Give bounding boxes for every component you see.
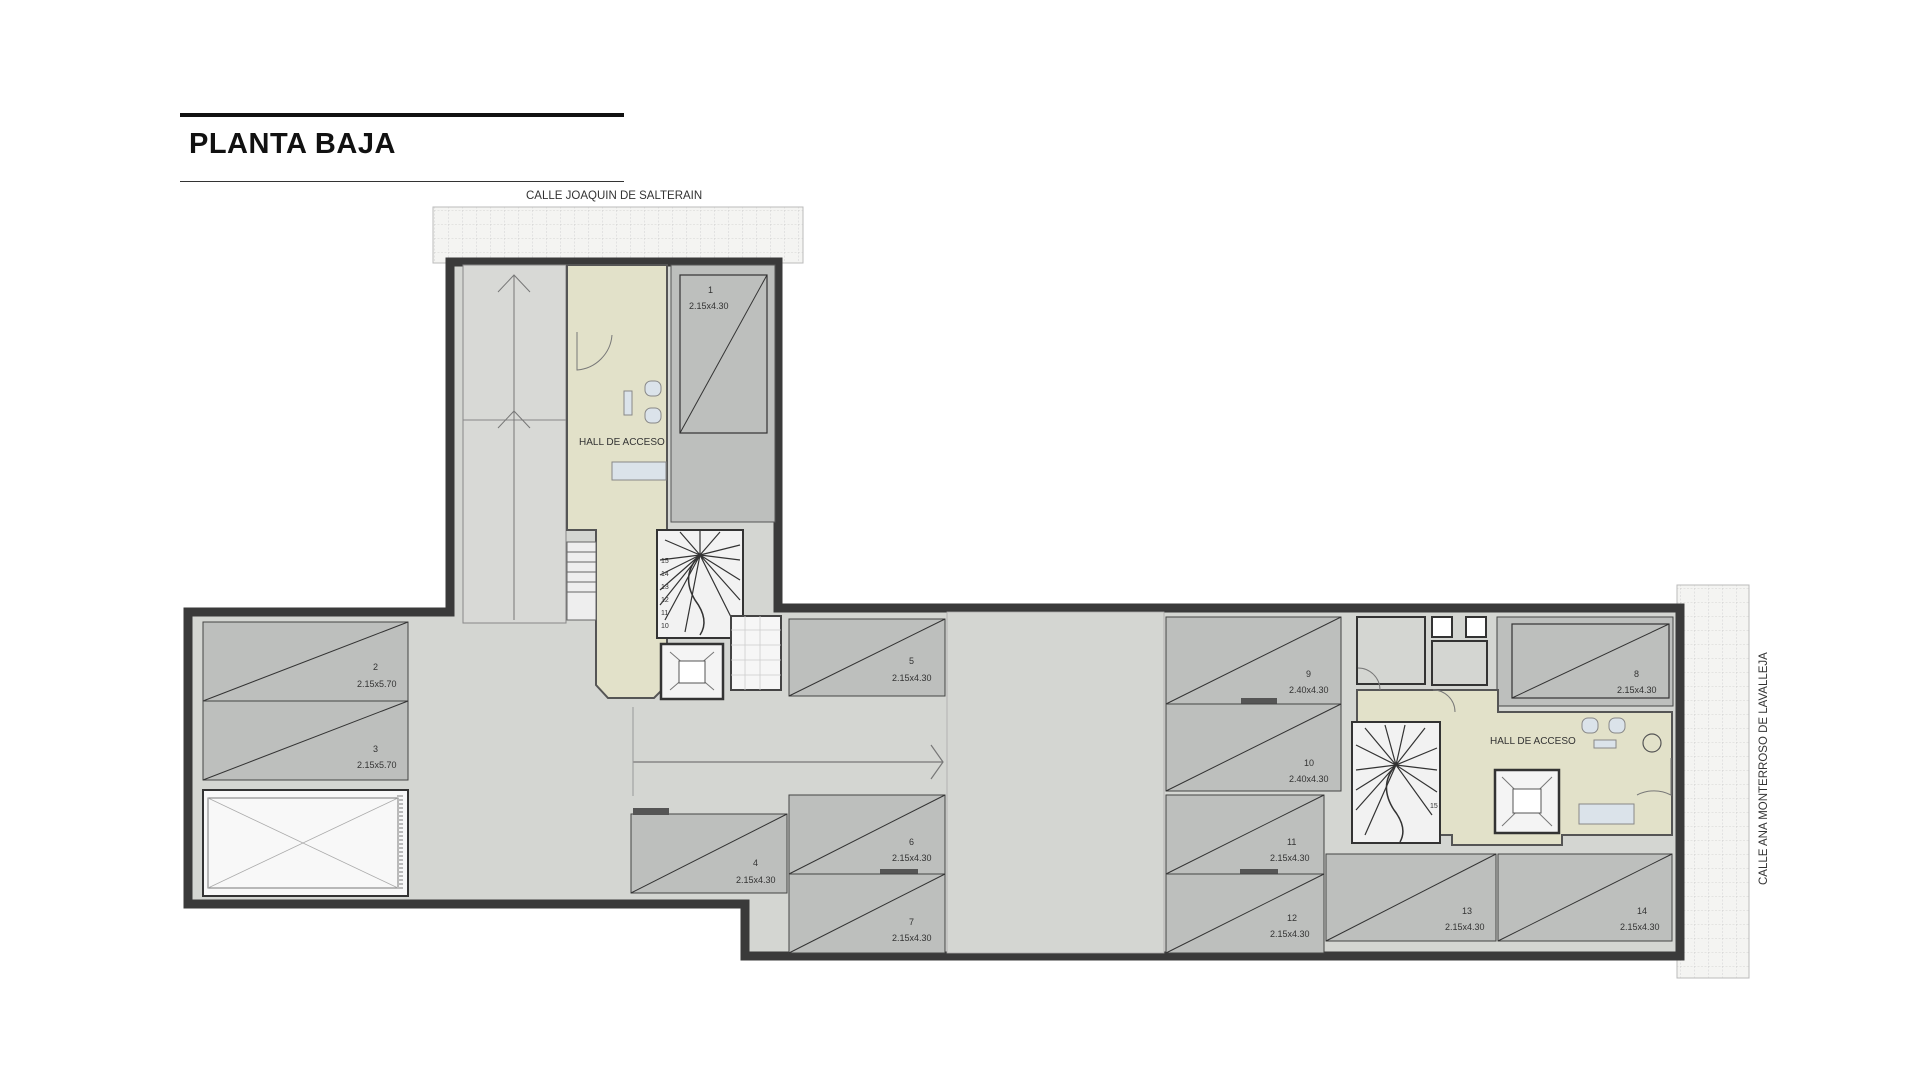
parking-space-3 — [202, 700, 409, 781]
drive-lane-central — [946, 611, 1165, 954]
circulation-arrow — [633, 744, 944, 780]
title-rule-bottom — [180, 181, 624, 182]
parking-3-number: 3 — [373, 744, 378, 754]
stair-1-step-11: 11 — [661, 610, 668, 617]
elevator-2-sign — [1512, 788, 1542, 814]
service-toilet — [730, 615, 782, 691]
stair-2 — [1351, 721, 1441, 844]
parking-8-size: 2.15x4.30 — [1617, 685, 1657, 695]
hall-2-chair-a — [1581, 717, 1599, 734]
page-title: PLANTA BAJA — [189, 128, 396, 160]
parking-6-size: 2.15x4.30 — [892, 853, 932, 863]
parking-5-size: 2.15x4.30 — [892, 673, 932, 683]
hall-2-inner-door-b — [1432, 689, 1456, 713]
parking-14-number: 14 — [1637, 906, 1647, 916]
service-room-right — [1356, 616, 1426, 685]
parking-11-size: 2.15x4.30 — [1270, 853, 1310, 863]
parking-1-size: 2.15x4.30 — [689, 301, 729, 311]
hall-2-label: HALL DE ACCESO — [1490, 736, 1576, 747]
hall-2-door-swing — [1636, 758, 1672, 796]
parking-8-number: 8 — [1634, 669, 1639, 679]
sidewalk-top — [432, 206, 804, 264]
parking-4-number: 4 — [753, 858, 758, 868]
parking-13-number: 13 — [1462, 906, 1472, 916]
ramp-arrow-mid — [497, 410, 531, 429]
parking-10-number: 10 — [1304, 758, 1314, 768]
hall-1-door-swing — [576, 332, 613, 371]
parking-space-5 — [788, 618, 946, 697]
hall-2-table — [1593, 739, 1617, 749]
hall-2-inner-door-a — [1357, 667, 1381, 691]
parking-4-size: 2.15x4.30 — [736, 875, 776, 885]
parking-space-7 — [788, 873, 946, 954]
parking-2-number: 2 — [373, 662, 378, 672]
parking-9-size: 2.40x4.30 — [1289, 685, 1329, 695]
parking-space-1-outline — [679, 274, 768, 434]
duct-a — [1431, 616, 1453, 638]
parking-7-size: 2.15x4.30 — [892, 933, 932, 943]
stair-2-step-15: 15 — [1430, 803, 1438, 810]
parking-space-2 — [202, 621, 409, 702]
street-label-right: CALLE ANA MONTERROSO DE LAVALLEJA — [1758, 652, 1770, 885]
parking-5-number: 5 — [909, 656, 914, 666]
parking-space-13 — [1325, 853, 1497, 942]
stair-1-step-15: 15 — [661, 558, 669, 565]
parking-12-number: 12 — [1287, 913, 1297, 923]
stair-1-step-14: 14 — [661, 571, 669, 578]
parking-6-number: 6 — [909, 837, 914, 847]
parking-space-1 — [670, 264, 776, 523]
hall-2-planter — [1642, 733, 1662, 753]
stair-1-step-12: 12 — [661, 597, 669, 604]
parking-10-size: 2.40x4.30 — [1289, 774, 1329, 784]
hall-1-desk — [611, 461, 667, 481]
storage-room-diag-b — [207, 797, 399, 889]
parking-7-number: 7 — [909, 917, 914, 927]
parking-11-number: 11 — [1287, 837, 1296, 847]
storage-room — [202, 789, 409, 897]
hall-2-chair-b — [1608, 717, 1626, 734]
parking-14-size: 2.15x4.30 — [1620, 922, 1660, 932]
parking-space-1-diagonal — [679, 274, 768, 434]
stair-1-treads — [659, 531, 741, 636]
hall-acceso-1-floor — [566, 264, 668, 699]
parking-13-size: 2.15x4.30 — [1445, 922, 1485, 932]
stair-1-step-13: 13 — [661, 584, 669, 591]
hall-2-desk — [1578, 803, 1635, 825]
duct-b — [1465, 616, 1487, 638]
parking-3-size: 2.15x5.70 — [357, 760, 397, 770]
street-label-top: CALLE JOAQUIN DE SALTERAIN — [526, 190, 702, 202]
parking-space-9 — [1165, 616, 1342, 705]
parking-space-10 — [1165, 703, 1342, 792]
ramp-arrow — [497, 274, 531, 620]
parking-space-12 — [1165, 873, 1325, 954]
hall-1-table — [623, 390, 633, 416]
title-rule-top — [180, 113, 624, 117]
stair-2-treads — [1355, 724, 1438, 843]
parking-space-6 — [788, 794, 946, 876]
parking-9-number: 9 — [1306, 669, 1311, 679]
hall-1-chair-b — [644, 407, 662, 424]
parking-space-11 — [1165, 794, 1325, 876]
stair-1-step-10: 10 — [661, 623, 669, 630]
elevator-1-sign — [678, 660, 706, 684]
shaft-room — [1431, 640, 1488, 686]
parking-space-8 — [1496, 616, 1674, 707]
toilet-tile-grid — [731, 616, 781, 690]
parking-12-size: 2.15x4.30 — [1270, 929, 1310, 939]
parking-1-number: 1 — [708, 285, 713, 295]
stair-stub-left — [566, 541, 597, 621]
parking-space-14 — [1497, 853, 1673, 942]
hall-1-chair-a — [644, 380, 662, 397]
parking-2-size: 2.15x5.70 — [357, 679, 397, 689]
parking-space-4 — [630, 808, 788, 894]
hall-1-label: HALL DE ACCESO — [579, 437, 665, 448]
sidewalk-right — [1676, 584, 1750, 979]
